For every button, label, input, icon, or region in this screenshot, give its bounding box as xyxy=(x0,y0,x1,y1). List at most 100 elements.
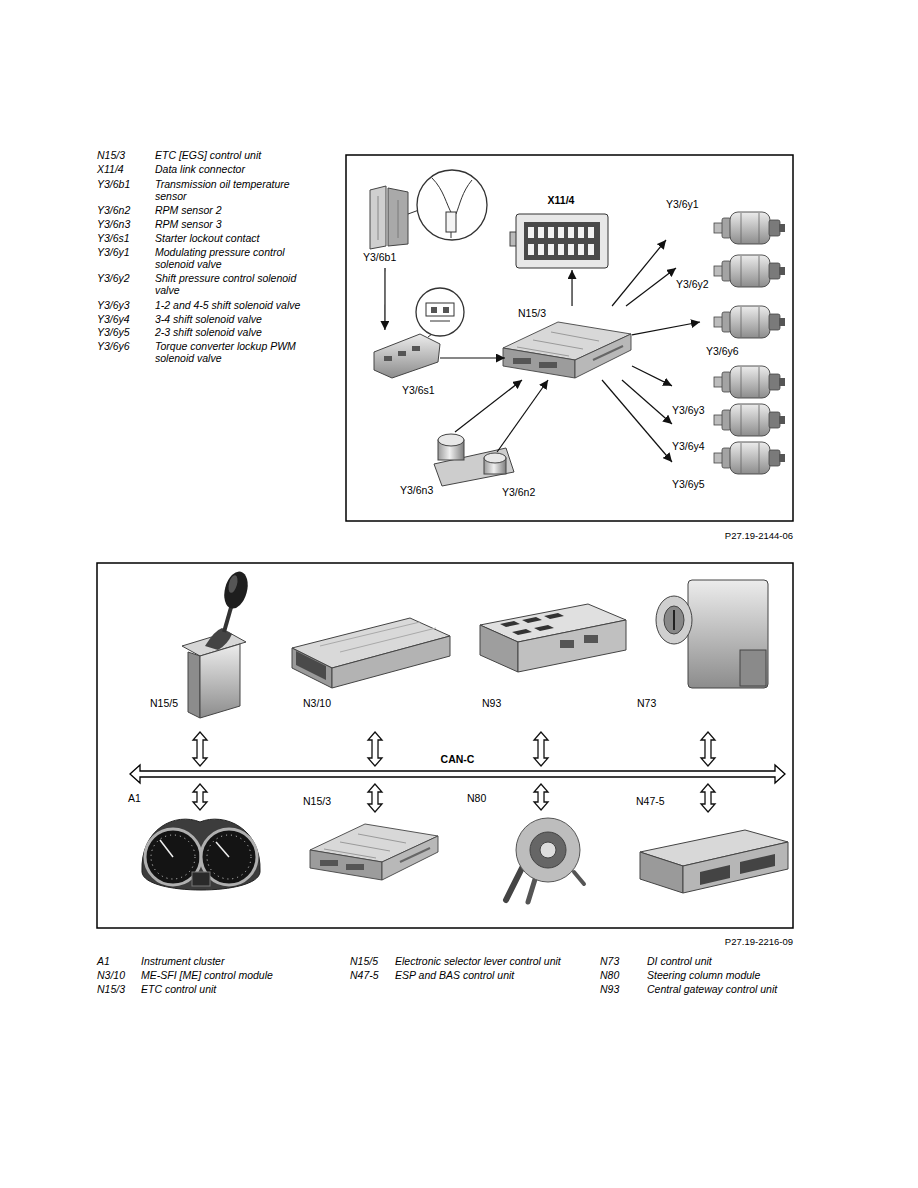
data-link-connector-illustration xyxy=(568,244,574,255)
data-link-connector-illustration xyxy=(578,227,584,238)
legend-description: Electronic selector lever control unit xyxy=(395,955,561,967)
solenoid-valve-illustration xyxy=(714,212,785,244)
temperature-sensor-illustration xyxy=(446,212,456,232)
selector-lever-illustration xyxy=(188,652,200,718)
component-node: Y3/6n2 xyxy=(478,452,512,484)
signal-arrow xyxy=(571,270,572,306)
starter-lockout-contact-illustration xyxy=(416,288,464,336)
legend-description: Starter lockout contact xyxy=(155,232,315,244)
part-label: Y3/6y1 xyxy=(666,198,699,210)
engine-control-module-illustration xyxy=(296,651,326,680)
legend-code: Y3/6y2 xyxy=(97,272,130,284)
legend-code: N15/3 xyxy=(97,983,125,995)
bus-arrow xyxy=(193,732,207,766)
temperature-sensor-illustration xyxy=(378,196,379,240)
legend-code: Y3/6y5 xyxy=(97,326,130,338)
legend-description: ETC [EGS] control unit xyxy=(155,149,315,161)
signal-arrow xyxy=(602,380,672,462)
esp-control-unit-illustration xyxy=(640,830,788,893)
gateway-unit-illustration xyxy=(480,604,626,672)
data-link-connector-illustration xyxy=(548,244,554,255)
signal-arrow xyxy=(455,380,522,432)
legend-description: Modulating pressure control solenoid val… xyxy=(155,246,315,270)
starter-lockout-contact-illustration xyxy=(412,346,420,351)
data-link-connector-illustration xyxy=(510,214,608,268)
engine-control-module-illustration xyxy=(292,618,450,688)
part-label: N15/3 xyxy=(303,795,331,807)
legend-description: ESP and BAS control unit xyxy=(395,969,514,981)
control-unit-illustration xyxy=(503,322,631,378)
esp-control-unit-illustration xyxy=(640,852,683,893)
solenoid-valve-illustration xyxy=(714,442,785,474)
steering-column-module-illustration xyxy=(528,876,536,902)
component-node: Y3/6s1 xyxy=(372,330,440,378)
part-label: N15/5 xyxy=(150,697,178,709)
data-link-connector-illustration xyxy=(548,227,554,238)
gateway-unit-illustration xyxy=(584,635,598,643)
control-unit-illustration xyxy=(503,322,631,378)
signal-arrow xyxy=(622,380,672,424)
legend-code: Y3/6y1 xyxy=(97,246,130,258)
temperature-sensor-illustration xyxy=(398,200,399,238)
data-link-connector-illustration xyxy=(588,244,594,255)
legend-description: Central gateway control unit xyxy=(647,983,777,995)
part-label: Y3/6y2 xyxy=(676,278,709,290)
selector-lever-illustration xyxy=(220,569,251,611)
starter-lockout-contact-illustration xyxy=(431,307,437,313)
steering-column-module-illustration xyxy=(574,872,584,884)
control-unit-illustration xyxy=(310,824,438,880)
selector-lever-illustration xyxy=(200,644,240,718)
legend-description: Shift pressure control solenoid valve xyxy=(155,272,315,296)
legend-code: N73 xyxy=(600,955,619,967)
bus-arrow xyxy=(701,732,715,766)
legend-code: Y3/6n3 xyxy=(97,218,130,230)
gateway-unit-illustration xyxy=(500,621,520,627)
rpm-sensor-illustration xyxy=(438,434,464,446)
starter-lockout-contact-illustration xyxy=(374,288,464,378)
legend-description: 3-4 shift solenoid valve xyxy=(155,313,315,325)
gateway-unit-illustration xyxy=(522,617,542,623)
esp-control-unit-illustration xyxy=(683,842,788,893)
bus-band: CAN-C xyxy=(130,766,785,784)
selector-lever-illustration xyxy=(182,569,252,718)
control-unit-illustration xyxy=(310,824,438,880)
data-link-connector-illustration xyxy=(528,227,594,255)
signal-arrow xyxy=(497,380,548,452)
component-node: N80 xyxy=(500,810,590,908)
data-link-connector-illustration xyxy=(558,244,564,255)
legend-code: Y3/6s1 xyxy=(97,232,130,244)
engine-control-module-illustration xyxy=(332,636,450,688)
gateway-unit-illustration xyxy=(534,625,554,631)
legend-code: Y3/6b1 xyxy=(97,178,130,190)
legend-description: 1-2 and 4-5 shift solenoid valve xyxy=(155,299,315,311)
component-node: N15/5 xyxy=(165,572,240,732)
bus-arrow xyxy=(534,784,548,810)
legend-code: Y3/6y6 xyxy=(97,340,130,352)
part-label: Y3/6n2 xyxy=(502,486,535,498)
component-node: Y3/6b1 xyxy=(362,183,412,268)
signal-arrow xyxy=(626,268,676,306)
legend-code: N80 xyxy=(600,969,619,981)
part-label: Y3/6y3 xyxy=(672,404,705,416)
starter-lockout-contact-illustration xyxy=(384,356,392,361)
can-bus-band xyxy=(130,765,785,783)
connector-group xyxy=(193,240,715,812)
component-node: N3/10 xyxy=(290,612,452,732)
temperature-sensor-illustration xyxy=(370,186,386,249)
temperature-sensor-illustration xyxy=(388,188,408,246)
figure-number: P27.19-2216-09 xyxy=(725,936,793,948)
component-node: Y3/6y2 xyxy=(676,252,790,292)
steering-column-module-illustration xyxy=(530,832,566,868)
engine-control-module-illustration xyxy=(292,648,332,688)
part-label: Y3/6y4 xyxy=(672,440,705,452)
diagram-frame xyxy=(346,155,793,521)
component-node: N47-5 xyxy=(636,812,788,896)
part-label: Y3/6b1 xyxy=(363,251,396,263)
legend-description: Transmission oil temperature sensor xyxy=(155,178,315,202)
esp-control-unit-illustration xyxy=(740,854,775,874)
data-link-connector-illustration xyxy=(524,222,600,260)
diagram-frame xyxy=(97,563,793,928)
starter-lockout-contact-illustration xyxy=(398,351,406,356)
legend-description: 2-3 shift solenoid valve xyxy=(155,326,315,338)
